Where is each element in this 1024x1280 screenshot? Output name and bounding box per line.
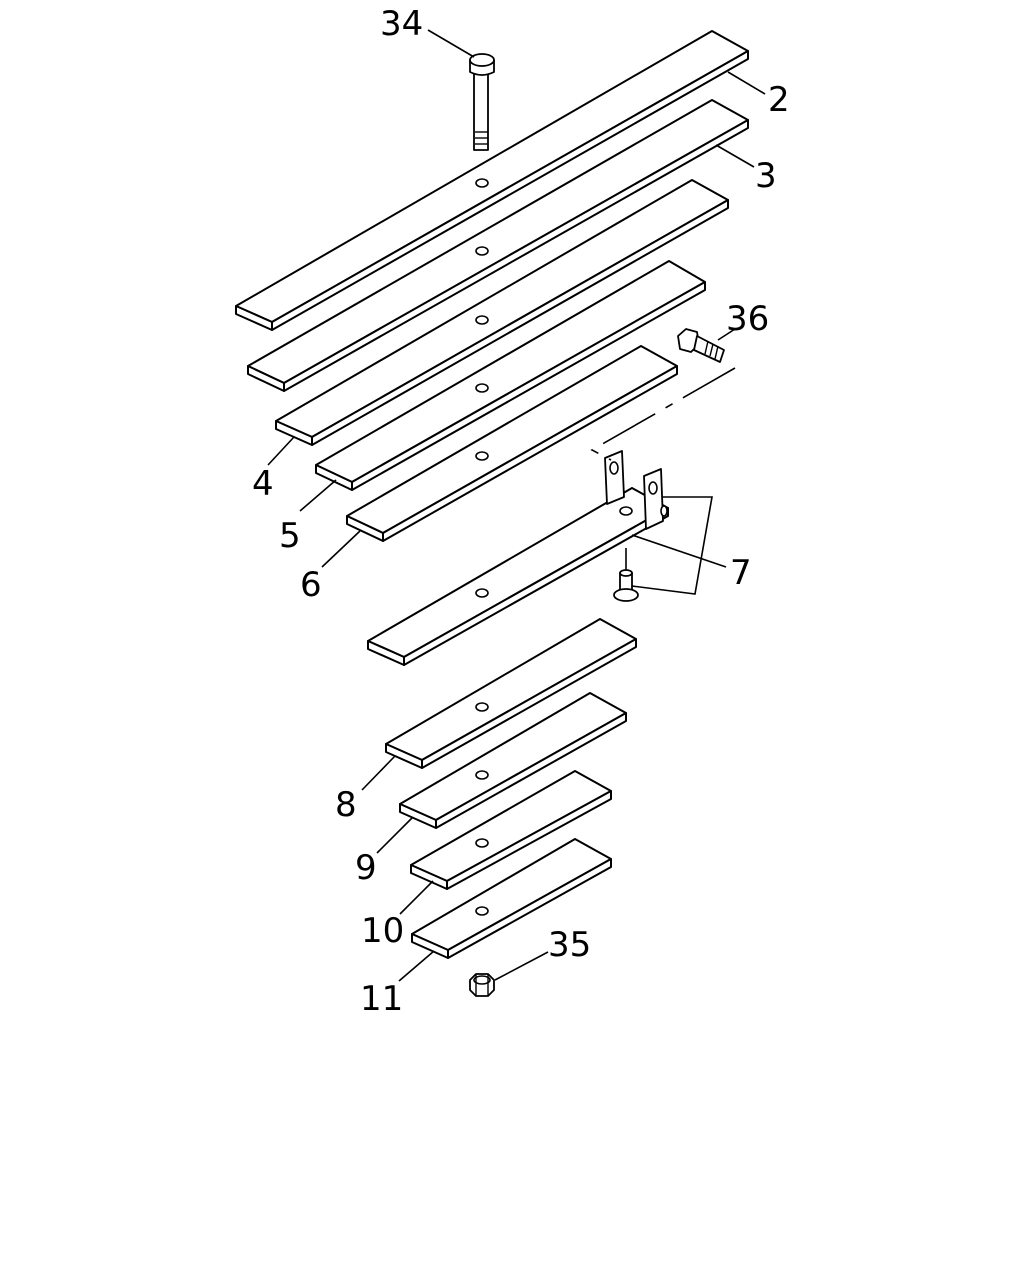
leaf-2-center-hole <box>475 178 489 188</box>
leaf-3 <box>247 99 749 392</box>
callout-34: 34 <box>380 4 423 44</box>
rivet-icon <box>613 548 639 602</box>
callout-2: 2 <box>768 80 790 120</box>
leaf-9 <box>399 692 627 829</box>
callout-3: 3 <box>755 156 777 196</box>
callout-11: 11 <box>360 979 403 1019</box>
callout-5: 5 <box>279 516 301 556</box>
callout-36: 36 <box>726 299 769 339</box>
leaf-8 <box>385 618 637 769</box>
callout-7: 7 <box>730 553 752 593</box>
leaf-7 <box>367 487 669 666</box>
leaf-10-center-hole <box>475 838 489 848</box>
leaf-2 <box>235 30 749 331</box>
leaf-7-clip-hole <box>619 506 633 516</box>
leaf-11-center-hole <box>475 906 489 916</box>
center-bolt-icon <box>469 53 495 151</box>
leaf-11 <box>411 838 612 959</box>
leaf-4 <box>275 179 729 446</box>
leaf-5-center-hole <box>475 383 489 393</box>
hex-nut-icon <box>469 973 495 997</box>
leaf-clip-icon <box>604 450 668 530</box>
callout-10: 10 <box>361 911 404 951</box>
callout-9: 9 <box>355 848 377 888</box>
callout-8: 8 <box>335 785 357 825</box>
callout-4: 4 <box>252 464 274 504</box>
hex-bolt-icon <box>677 328 725 363</box>
callout-6: 6 <box>300 565 322 605</box>
leaf-8-center-hole <box>475 702 489 712</box>
leaf-3-center-hole <box>475 246 489 256</box>
leaf-10 <box>410 770 612 890</box>
callout-35: 35 <box>548 925 591 965</box>
leaf-4-center-hole <box>475 315 489 325</box>
leader-lines <box>267 29 766 982</box>
leaf-6 <box>346 345 678 542</box>
leaf-5 <box>315 260 706 491</box>
leaf-9-center-hole <box>475 770 489 780</box>
leaf-6-center-hole <box>475 451 489 461</box>
alignment-line <box>590 367 736 461</box>
leaf-7-center-hole <box>475 588 489 598</box>
